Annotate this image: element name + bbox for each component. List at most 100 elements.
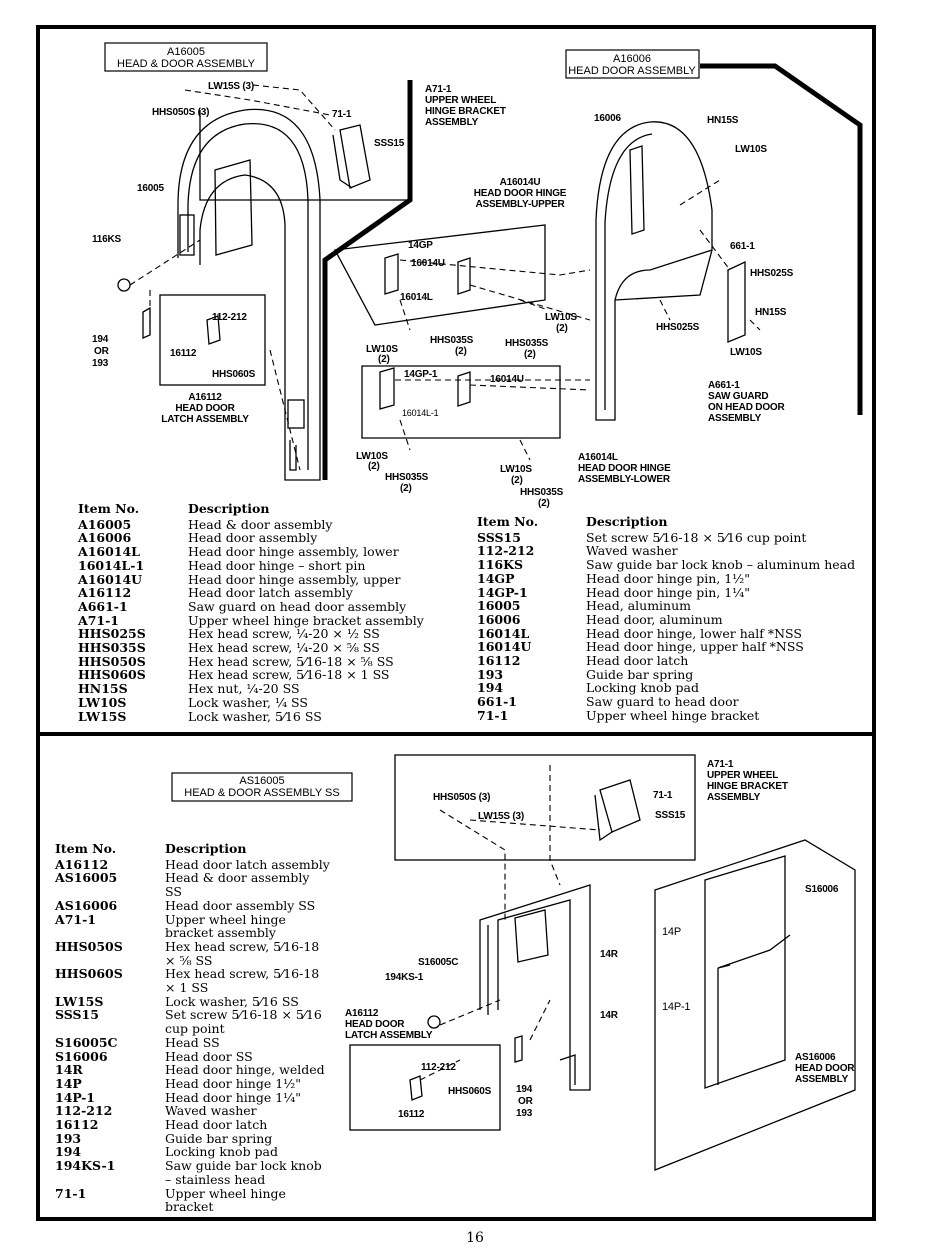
part-number: 14P bbox=[55, 1075, 82, 1091]
label-s16006: S16006 bbox=[805, 884, 839, 895]
part-number: 71-1 bbox=[477, 707, 509, 723]
part-description: Head, aluminum bbox=[586, 598, 692, 614]
part-row: 14GP-1 Head door hinge pin, 1¼" bbox=[477, 584, 855, 600]
part-description: Upper wheel hinge bracket assembly bbox=[165, 911, 286, 941]
title-box-a16006 bbox=[565, 49, 700, 79]
leader-lines bbox=[129, 84, 761, 471]
part-number: 14GP-1 bbox=[477, 584, 528, 600]
label-a16014l-2: HEAD DOOR HINGE bbox=[578, 463, 671, 474]
label-16014l: 16014L bbox=[400, 292, 433, 303]
bottom-leader-lines bbox=[419, 765, 601, 1081]
label-b-a16112-2: HEAD DOOR bbox=[345, 1019, 405, 1030]
label-16112: 16112 bbox=[170, 348, 197, 359]
label-hhs035s-b: HHS035S bbox=[505, 338, 549, 349]
part-number: 16014L bbox=[477, 625, 530, 641]
part-description: Head door hinge, welded bbox=[165, 1062, 325, 1078]
label-sss15: SSS15 bbox=[374, 138, 405, 149]
label-a16112-3: LATCH ASSEMBLY bbox=[161, 414, 249, 425]
label-16014u: 16014U bbox=[411, 258, 445, 269]
label-b-112-212: 112-212 bbox=[421, 1062, 456, 1073]
label-a16006-2: HEAD DOOR ASSEMBLY bbox=[568, 65, 696, 77]
label-b-193: 193 bbox=[516, 1108, 533, 1119]
part-description: Head door latch bbox=[586, 653, 689, 669]
part-number: 16112 bbox=[477, 653, 521, 669]
upper-hinge-box bbox=[333, 224, 546, 326]
part-description: Set screw 5⁄16-18 × 5⁄16 cup point bbox=[165, 1007, 322, 1037]
part-description: Head door assembly SS bbox=[165, 897, 316, 913]
label-a16005-2: HEAD & DOOR ASSEMBLY bbox=[117, 58, 256, 70]
label-b-a71-4: ASSEMBLY bbox=[707, 792, 761, 803]
part-description: Upper wheel hinge bracket bbox=[165, 1185, 286, 1215]
part-number: 16014U bbox=[477, 639, 532, 655]
part-number: A16006 bbox=[78, 530, 132, 546]
label-b-a71-1: A71-1 bbox=[707, 759, 734, 770]
part-number: LW15S bbox=[55, 993, 104, 1009]
part-description: Head door hinge pin, 1¼" bbox=[586, 584, 751, 600]
part-description: Head door latch bbox=[165, 1117, 268, 1133]
label-as16006-3: ASSEMBLY bbox=[795, 1074, 849, 1085]
label-as16005-1: AS16005 bbox=[239, 775, 284, 787]
bottom-callouts: AS16005 HEAD & DOOR ASSEMBLY SS A71-1 UP… bbox=[184, 759, 855, 1120]
bottom-bracket-71-1 bbox=[594, 779, 641, 842]
part-number: A71-1 bbox=[78, 612, 119, 628]
latch-box-a16112 bbox=[142, 294, 266, 386]
part-number: A16112 bbox=[55, 856, 109, 872]
label-lw10s-c: LW10S bbox=[356, 451, 388, 462]
part-number: A16014L bbox=[78, 544, 140, 560]
label-lw10s-e: LW10S bbox=[735, 144, 767, 155]
label-a71-3: HINGE BRACKET bbox=[425, 106, 506, 117]
label-193: 193 bbox=[92, 358, 109, 369]
part-number: 14GP bbox=[477, 570, 515, 586]
latch-16112 bbox=[409, 1075, 423, 1101]
part-description: Head door, aluminum bbox=[586, 611, 723, 627]
label-14p: 14P bbox=[662, 926, 681, 938]
label-112-212: 112-212 bbox=[212, 312, 247, 323]
label-b-16112: 16112 bbox=[398, 1109, 425, 1120]
part-description: Hex nut, ¼-20 SS bbox=[188, 681, 300, 697]
bottom-latch-box bbox=[349, 1044, 501, 1131]
part-number: HHS060S bbox=[78, 667, 146, 683]
part-number: HHS035S bbox=[78, 640, 146, 656]
part-description: Head & door assembly SS bbox=[165, 870, 310, 900]
label-hhs025s-a: HHS025S bbox=[750, 268, 794, 279]
label-b-a16112-3: LATCH ASSEMBLY bbox=[345, 1030, 433, 1041]
part-description: Upper wheel hinge bracket bbox=[586, 707, 760, 723]
label-as16005-2: HEAD & DOOR ASSEMBLY SS bbox=[184, 787, 339, 799]
label-b-71-1: 71-1 bbox=[653, 790, 673, 801]
part-description: Saw guide bar lock knob – stainless head bbox=[165, 1158, 322, 1187]
label-b-a71-3: HINGE BRACKET bbox=[707, 781, 788, 792]
title-box-a16005 bbox=[104, 42, 268, 72]
label-lw15s: LW15S (3) bbox=[208, 81, 254, 92]
label-2-c: (2) bbox=[556, 323, 568, 334]
label-16006: 16006 bbox=[594, 113, 621, 124]
label-lw10s-a: LW10S bbox=[366, 344, 398, 355]
col-head-item: Item No. bbox=[78, 501, 140, 516]
label-a16014u-2: HEAD DOOR HINGE bbox=[474, 188, 567, 199]
label-lw10s-f: LW10S bbox=[730, 347, 762, 358]
label-hhs025s-b: HHS025S bbox=[656, 322, 700, 333]
head-assembly-border-line bbox=[322, 80, 413, 480]
label-a16005-1: A16005 bbox=[167, 46, 205, 58]
